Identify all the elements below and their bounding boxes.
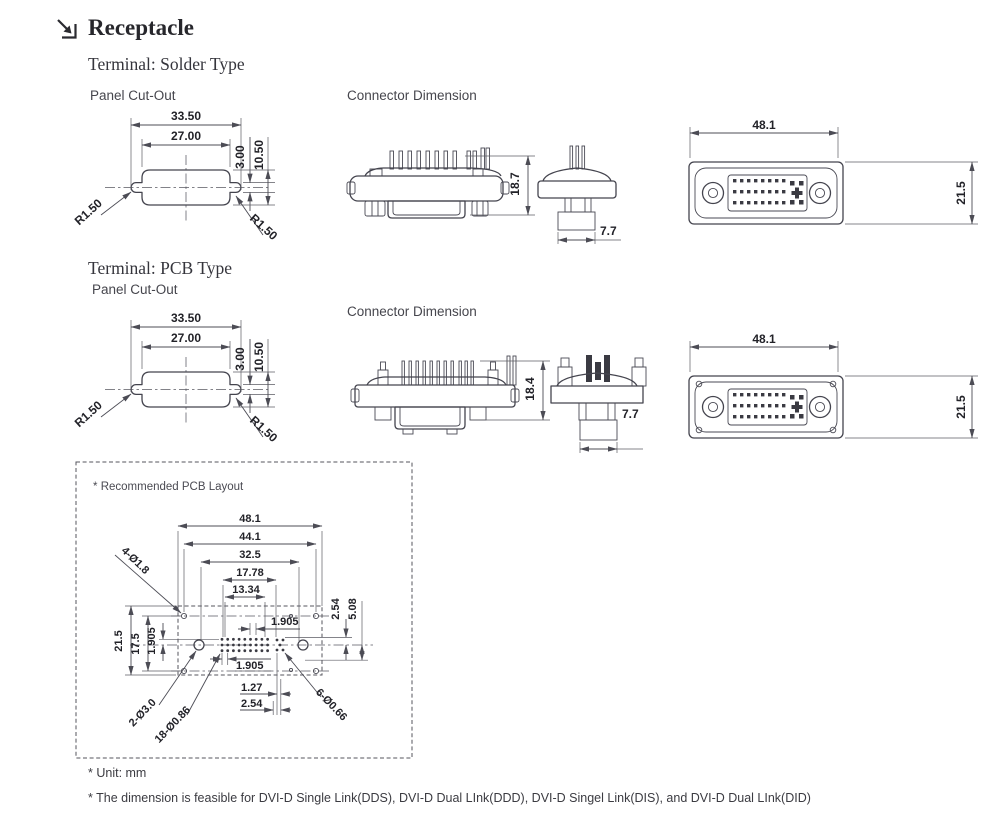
- hole-label-micro: 6-Ø0.66: [313, 686, 349, 723]
- dim-radius-right: R1.50: [247, 413, 280, 445]
- face-dimensions: [689, 341, 978, 439]
- dim-radius-left: R1.50: [72, 196, 105, 228]
- dim-radius-left: R1.50: [72, 398, 105, 430]
- dim-mid-upper-1-905: 1.905: [271, 616, 299, 628]
- centerlines: [105, 155, 271, 223]
- face-linework: [688, 375, 844, 439]
- dim-total-height: 10.50: [252, 140, 266, 170]
- page-title: Receptacle: [88, 15, 194, 40]
- microcross: [790, 395, 804, 419]
- hole-label-corner: 4-Ø1.8: [119, 545, 152, 577]
- unit-note: * Unit: mm: [88, 766, 147, 780]
- front-view-linework: [350, 355, 520, 435]
- dim-face-height: 21.5: [954, 395, 968, 419]
- hole-label-mount: 2-Ø3.0: [127, 697, 159, 730]
- dim-connector-height: 18.4: [523, 377, 537, 401]
- dim-top-48-1: 48.1: [239, 513, 260, 525]
- pcb-heading: Terminal: PCB Type: [88, 258, 233, 278]
- dim-total-height: 10.50: [252, 342, 266, 372]
- dim-connector-depth: 7.7: [600, 224, 617, 238]
- pcb-layout-drawing: 48.1 44.1 32.5 17.78 13.34 21.5 17.5 1.9…: [75, 461, 413, 759]
- pin-holes: [220, 637, 285, 653]
- dim-face-width: 48.1: [752, 332, 776, 346]
- side-view-linework: [550, 355, 647, 441]
- pcb-connector-dimension-label: Connector Dimension: [347, 304, 477, 319]
- dashed-border: [75, 461, 413, 759]
- dim-connector-depth: 7.7: [622, 407, 639, 421]
- centerlines: [105, 357, 271, 425]
- feasibility-note: * The dimension is feasible for DVI-D Si…: [88, 791, 811, 805]
- front-dimension: [465, 155, 535, 216]
- face-linework: [688, 161, 844, 225]
- layout-dimensions: [114, 523, 368, 716]
- pcb-panel-cutout-label: Panel Cut-Out: [92, 282, 178, 297]
- dim-slot-height: 3.00: [233, 347, 247, 371]
- solder-connector-drawing: 18.7 7.7: [346, 145, 621, 244]
- pcb-layout-label-text: Recommended PCB Layout: [100, 481, 244, 493]
- dim-face-height: 21.5: [954, 181, 968, 205]
- solder-panel-cutout-drawing: 33.50 27.00 3.00 10.50 R1.50 R1.50: [72, 109, 281, 243]
- dim-slot-height: 3.00: [233, 145, 247, 169]
- dim-inner-width: 27.00: [171, 331, 201, 345]
- solder-connector-dimension-label: Connector Dimension: [347, 88, 477, 103]
- dimension-lines: [100, 118, 275, 236]
- dim-face-width: 48.1: [752, 118, 776, 132]
- icon-linework: [57, 19, 77, 39]
- pcb-layout-label: * Recommended PCB Layout: [93, 481, 243, 493]
- face-dimensions: [689, 127, 978, 225]
- cutout-outline: [130, 169, 242, 206]
- dim-top-13-34: 13.34: [232, 584, 260, 596]
- solder-heading: Terminal: Solder Type: [88, 54, 245, 74]
- corner-arrow-icon: [57, 19, 77, 39]
- dim-outer-width: 33.50: [171, 311, 201, 325]
- microcross: [790, 181, 804, 205]
- board-linework: [130, 605, 373, 676]
- dim-inner-width: 27.00: [171, 129, 201, 143]
- pcb-face-drawing: 48.1 21.5: [688, 332, 978, 439]
- dim-connector-height: 18.7: [508, 172, 522, 196]
- pin-field: [733, 179, 786, 205]
- side-dimension: [579, 442, 643, 453]
- dim-top-32-5: 32.5: [239, 549, 260, 561]
- pin-field: [733, 393, 786, 419]
- dim-left-17-5: 17.5: [130, 633, 142, 654]
- cutout-outline: [130, 371, 242, 408]
- dim-right-2-54: 2.54: [330, 597, 342, 619]
- dim-top-17-78: 17.78: [236, 567, 264, 579]
- solder-panel-cutout-label: Panel Cut-Out: [90, 88, 176, 103]
- dim-top-44-1: 44.1: [239, 531, 260, 543]
- solder-face-drawing: 48.1 21.5: [688, 118, 978, 225]
- side-view-linework: [537, 145, 617, 231]
- dim-bottom-2-54: 2.54: [241, 698, 263, 710]
- dimension-lines: [100, 320, 275, 438]
- side-dimension: [557, 232, 621, 244]
- hole-label-pins: 18-Ø0.86: [153, 704, 193, 745]
- front-view-linework: [346, 147, 510, 219]
- dim-left-1-905: 1.905: [146, 627, 158, 655]
- dim-left-21-5: 21.5: [113, 630, 125, 651]
- dim-outer-width: 33.50: [171, 109, 201, 123]
- front-dimension: [470, 360, 550, 421]
- dim-right-5-08: 5.08: [347, 598, 359, 619]
- dim-bottom-1-27: 1.27: [241, 682, 262, 694]
- dim-mid-lower-1-905: 1.905: [236, 660, 264, 672]
- pcb-panel-cutout-drawing: 33.50 27.00 3.00 10.50 R1.50 R1.50: [72, 311, 281, 445]
- pcb-connector-drawing: 18.4 7.7: [350, 355, 647, 453]
- pcb-layout-box: 48.1 44.1 32.5 17.78 13.34 21.5 17.5 1.9…: [75, 461, 413, 759]
- dim-radius-right: R1.50: [247, 211, 280, 243]
- pcb-layout-bullet: *: [93, 481, 98, 493]
